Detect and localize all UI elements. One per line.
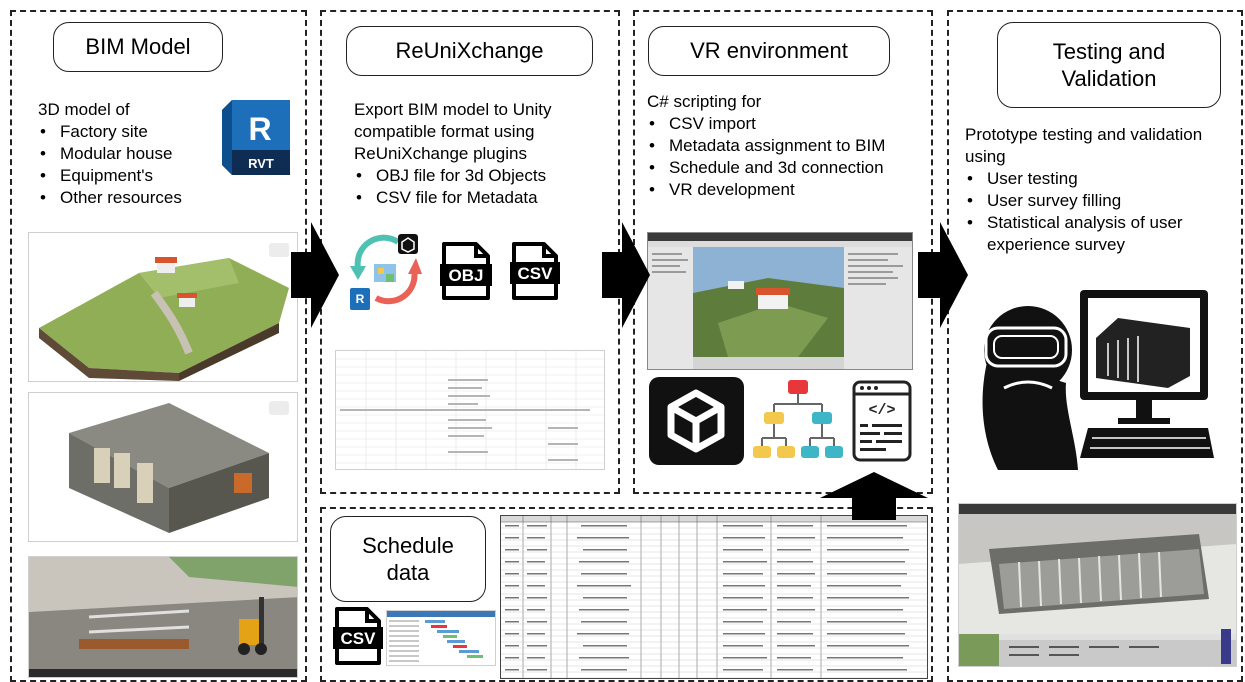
revit-logo-icon: R RVT bbox=[222, 100, 290, 175]
code-window-icon: </> bbox=[852, 380, 912, 462]
factory-site-render bbox=[28, 232, 298, 382]
gantt-schedule-thumbnail bbox=[386, 610, 496, 666]
code-window-label: </> bbox=[868, 402, 895, 419]
testing-description: Prototype testing and validation using U… bbox=[965, 124, 1237, 256]
conversion-cycle-icon: R bbox=[346, 230, 426, 312]
bim-item: Other resources bbox=[38, 187, 228, 209]
reunix-intro: Export BIM model to Unity compatible for… bbox=[354, 100, 552, 163]
testing-intro: Prototype testing and validation using bbox=[965, 125, 1203, 166]
vr-item: VR development bbox=[647, 179, 927, 201]
arrow-bim-to-reunix bbox=[291, 222, 339, 328]
bim-title: BIM Model bbox=[53, 22, 223, 72]
reunix-title: ReUniXchange bbox=[346, 26, 593, 76]
arrow-vr-to-testing bbox=[918, 222, 968, 328]
bim-item: Modular house bbox=[38, 143, 228, 165]
bim-item: Equipment's bbox=[38, 165, 228, 187]
vr-item: CSV import bbox=[647, 113, 927, 135]
equipment-render bbox=[28, 556, 298, 678]
revit-logo-tag: RVT bbox=[248, 156, 274, 171]
vr-item: Schedule and 3d connection bbox=[647, 157, 927, 179]
testing-item: User survey filling bbox=[965, 190, 1237, 212]
reunix-description: Export BIM model to Unity compatible for… bbox=[354, 99, 594, 209]
csv-file-icon: CSV bbox=[510, 240, 560, 302]
testing-item: User testing bbox=[965, 168, 1237, 190]
testing-title: Testing and Validation bbox=[997, 22, 1221, 108]
schedule-title: Schedule data bbox=[330, 516, 486, 602]
bim-description: 3D model of Factory site Modular house E… bbox=[38, 99, 228, 209]
revit-logo-letter: R bbox=[248, 111, 271, 147]
schedule-csv-label: CSV bbox=[341, 629, 377, 648]
schedule-csv-icon: CSV bbox=[333, 605, 383, 667]
unity-editor-screenshot bbox=[647, 232, 913, 370]
csv-file-label: CSV bbox=[518, 264, 554, 283]
obj-file-icon: OBJ bbox=[440, 240, 492, 302]
vr-title: VR environment bbox=[648, 26, 890, 76]
bim-intro: 3D model of bbox=[38, 100, 130, 119]
schedule-table-screenshot bbox=[500, 515, 928, 679]
hierarchy-tree-icon bbox=[752, 378, 844, 462]
obj-file-label: OBJ bbox=[449, 266, 484, 285]
modular-house-render bbox=[28, 392, 298, 542]
vr-description: C# scripting for CSV import Metadata ass… bbox=[647, 91, 927, 201]
reunix-item: CSV file for Metadata bbox=[354, 187, 594, 209]
arrow-schedule-to-vr bbox=[820, 472, 928, 520]
vr-user-illustration bbox=[968, 288, 1216, 470]
arrow-reunix-to-vr bbox=[602, 222, 650, 328]
unity-logo-icon bbox=[649, 377, 744, 465]
reunix-item: OBJ file for 3d Objects bbox=[354, 165, 594, 187]
conversion-icon-letter: R bbox=[356, 292, 365, 306]
vr-intro: C# scripting for bbox=[647, 92, 762, 111]
vr-item: Metadata assignment to BIM bbox=[647, 135, 927, 157]
testing-vr-screenshot bbox=[958, 503, 1237, 667]
bim-item: Factory site bbox=[38, 121, 228, 143]
metadata-spreadsheet bbox=[335, 350, 605, 470]
testing-item: Statistical analysis of user experience … bbox=[965, 212, 1237, 256]
